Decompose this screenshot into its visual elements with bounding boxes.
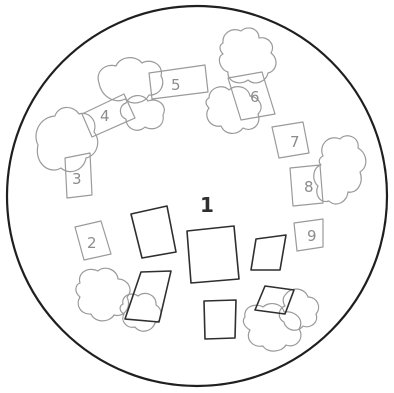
outer-boundary-circle <box>7 6 387 386</box>
center-label: 1 <box>200 193 214 217</box>
outer-label-9: 9 <box>307 227 317 245</box>
outer-label-2: 2 <box>87 234 97 252</box>
outer-label-3: 3 <box>72 170 82 188</box>
outer-label-8: 8 <box>304 178 314 196</box>
outer-label-5: 5 <box>171 76 181 94</box>
outer-label-4: 4 <box>100 107 110 125</box>
outer-label-7: 7 <box>290 133 300 151</box>
outer-label-6: 6 <box>250 88 260 106</box>
